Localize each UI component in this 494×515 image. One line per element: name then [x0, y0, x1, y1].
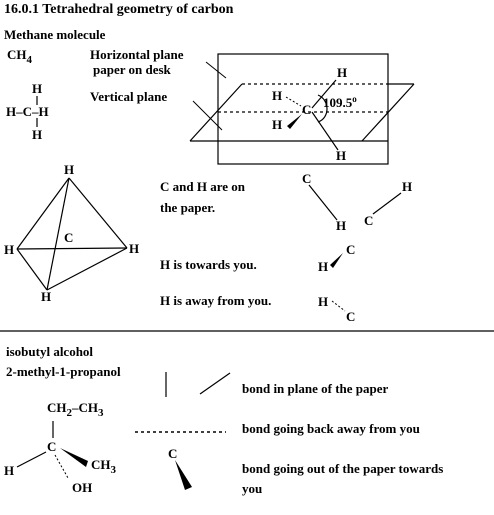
isobutyl-oh: OH [72, 480, 93, 495]
isobutyl-bond-c-oh [54, 454, 69, 479]
pair4-hashed [331, 300, 346, 312]
pair4-h: H [318, 294, 329, 309]
isobutyl-c: C [47, 439, 57, 454]
vertical-plane-pointer [192, 100, 223, 131]
isobutyl-name: isobutyl alcohol [6, 344, 94, 359]
isobutyl-ch3-top: –CH [72, 400, 98, 415]
tetra-edge [46, 247, 128, 291]
pair4-c: C [346, 309, 356, 324]
note-away: H is away from you. [160, 293, 272, 308]
legend-out-text-line2: you [242, 481, 263, 496]
isobutyl-iupac-name: 2-methyl-1-propanol [6, 364, 121, 379]
methane-formula-sub: 4 [26, 54, 33, 66]
methane-struct-h-bottom: H [32, 127, 43, 142]
pair3-h: H [318, 259, 329, 274]
legend-wedge-c: C [168, 446, 178, 461]
tetra-h-right: H [129, 241, 140, 256]
methane-struct-row: H–C–H [6, 104, 49, 119]
legend-back-text: bond going back away from you [242, 421, 420, 436]
tetra-edge [68, 177, 128, 249]
pair1-bond [308, 184, 338, 221]
legend-out-text-line1: bond going out of the paper towards [242, 461, 444, 476]
pair2-h: H [402, 179, 413, 194]
methane-title: Methane molecule [4, 27, 106, 42]
bond-angle-value: 109.5 [323, 95, 353, 110]
tetra-edge [16, 177, 70, 250]
isobutyl-h: H [4, 463, 15, 478]
bond-c-h-hashed [285, 96, 302, 107]
tetra-h-top: H [64, 162, 75, 177]
methane-formula: CH4 [7, 47, 32, 66]
legend-plane-line-diagonal [199, 372, 231, 395]
vertical-plane-rect [217, 53, 389, 165]
legend-out-wedge [175, 460, 192, 490]
note-towards: H is towards you. [160, 257, 257, 272]
pair3-wedge [330, 253, 343, 268]
pair3-c: C [346, 242, 356, 257]
isobutyl-ch3b: CH [91, 457, 111, 472]
bond-c-h-upper-right [311, 79, 337, 109]
tetra-h-left: H [4, 242, 15, 257]
angle-arc [317, 94, 328, 123]
bond-angle-unit: o [352, 94, 357, 104]
isobutyl-ch2-sub: 2 [66, 407, 73, 419]
isobutyl-ch3b-sub: 3 [110, 464, 117, 476]
tetra-edge [16, 248, 48, 291]
horizontal-plane-edge [189, 83, 243, 142]
pair1-h: H [336, 218, 347, 233]
tetra-h-bottom: H [41, 289, 52, 304]
pair2-bond [372, 192, 402, 215]
tetra-edge [46, 177, 70, 291]
note-on-paper-line2: the paper. [160, 200, 216, 215]
bond-c-h-lower-right [311, 111, 339, 151]
plane-atom-h-hashed: H [272, 88, 283, 103]
isobutyl-ch3-wedge: CH3 [91, 457, 116, 476]
methane-struct-h-top: H [32, 81, 43, 96]
isobutyl-bond-c-h [16, 451, 47, 468]
note-on-paper-line1: C and H are on [160, 179, 245, 194]
horizontal-plane-label-2: paper on desk [93, 62, 171, 77]
tetra-edge [16, 247, 128, 250]
bond-angle-label: 109.5o [323, 94, 357, 110]
plane-atom-c: C [302, 102, 312, 117]
isobutyl-wedge-c-ch3 [60, 448, 88, 467]
pair1-c: C [302, 171, 312, 186]
methane-formula-main: CH [7, 47, 27, 62]
vertical-plane-label: Vertical plane [90, 89, 168, 104]
isobutyl-ch3-top-sub: 3 [98, 407, 104, 419]
horizontal-plane-pointer [205, 61, 227, 79]
isobutyl-ch2-ch3: CH2–CH3 [47, 400, 104, 419]
horizontal-plane-label: Horizontal plane [90, 47, 184, 62]
plane-atom-h-wedge: H [272, 117, 283, 132]
legend-plane-text: bond in plane of the paper [242, 381, 389, 396]
bond-c-h-wedge [287, 114, 302, 129]
pair2-c: C [364, 213, 374, 228]
plane-atom-h-upper-right: H [337, 65, 348, 80]
page-heading: 16.0.1 Tetrahedral geometry of carbon [4, 2, 234, 17]
plane-atom-h-lower-right: H [336, 148, 347, 163]
isobutyl-ch2: CH [47, 400, 67, 415]
tetra-c: C [64, 230, 74, 245]
